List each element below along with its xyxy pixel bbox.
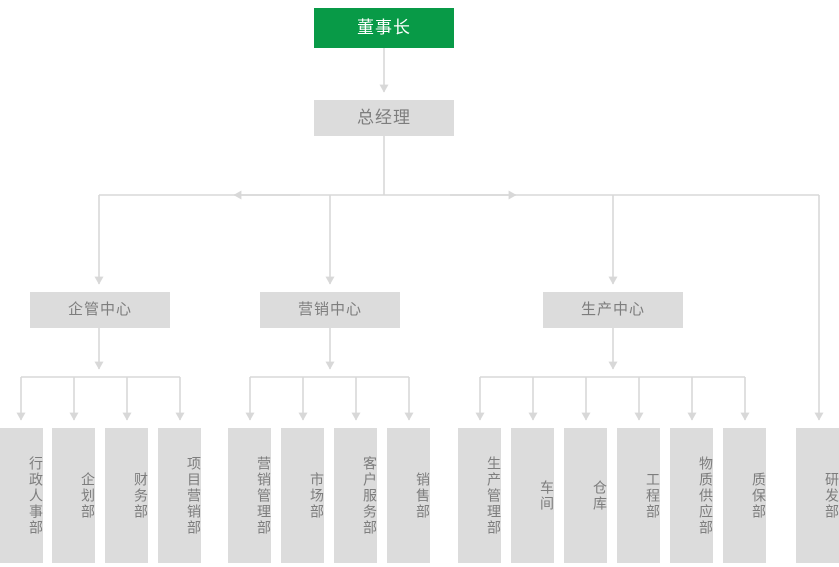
node-dept-shengchan-guanli[interactable]: 生产管理部 [458,428,501,563]
node-dept-xingzheng-renshi[interactable]: 行政人事部 [0,428,43,563]
node-dept-cangku[interactable]: 仓库 [564,428,607,563]
node-dept-qihua[interactable]: 企划部 [52,428,95,563]
node-dept-yingxiao-guanli[interactable]: 营销管理部 [228,428,271,563]
node-center-qiguan[interactable]: 企管中心 [30,292,170,328]
node-dept-caiwu[interactable]: 财务部 [105,428,148,563]
node-general-manager[interactable]: 总经理 [314,100,454,136]
node-dept-kehu-fuwu[interactable]: 客户服务部 [334,428,377,563]
node-center-shengchan[interactable]: 生产中心 [543,292,683,328]
node-dept-shichang[interactable]: 市场部 [281,428,324,563]
node-dept-xiaoshou[interactable]: 销售部 [387,428,430,563]
node-dept-zhibao[interactable]: 质保部 [723,428,766,563]
node-dept-gongcheng[interactable]: 工程部 [617,428,660,563]
node-chairman[interactable]: 董事长 [314,8,454,48]
node-dept-xiangmu-yingxiao[interactable]: 项目营销部 [158,428,201,563]
node-dept-yanfa[interactable]: 研发部 [796,428,839,563]
node-dept-wuzhi-gongying[interactable]: 物质供应部 [670,428,713,563]
node-dept-chejian[interactable]: 车间 [511,428,554,563]
node-center-yingxiao[interactable]: 营销中心 [260,292,400,328]
